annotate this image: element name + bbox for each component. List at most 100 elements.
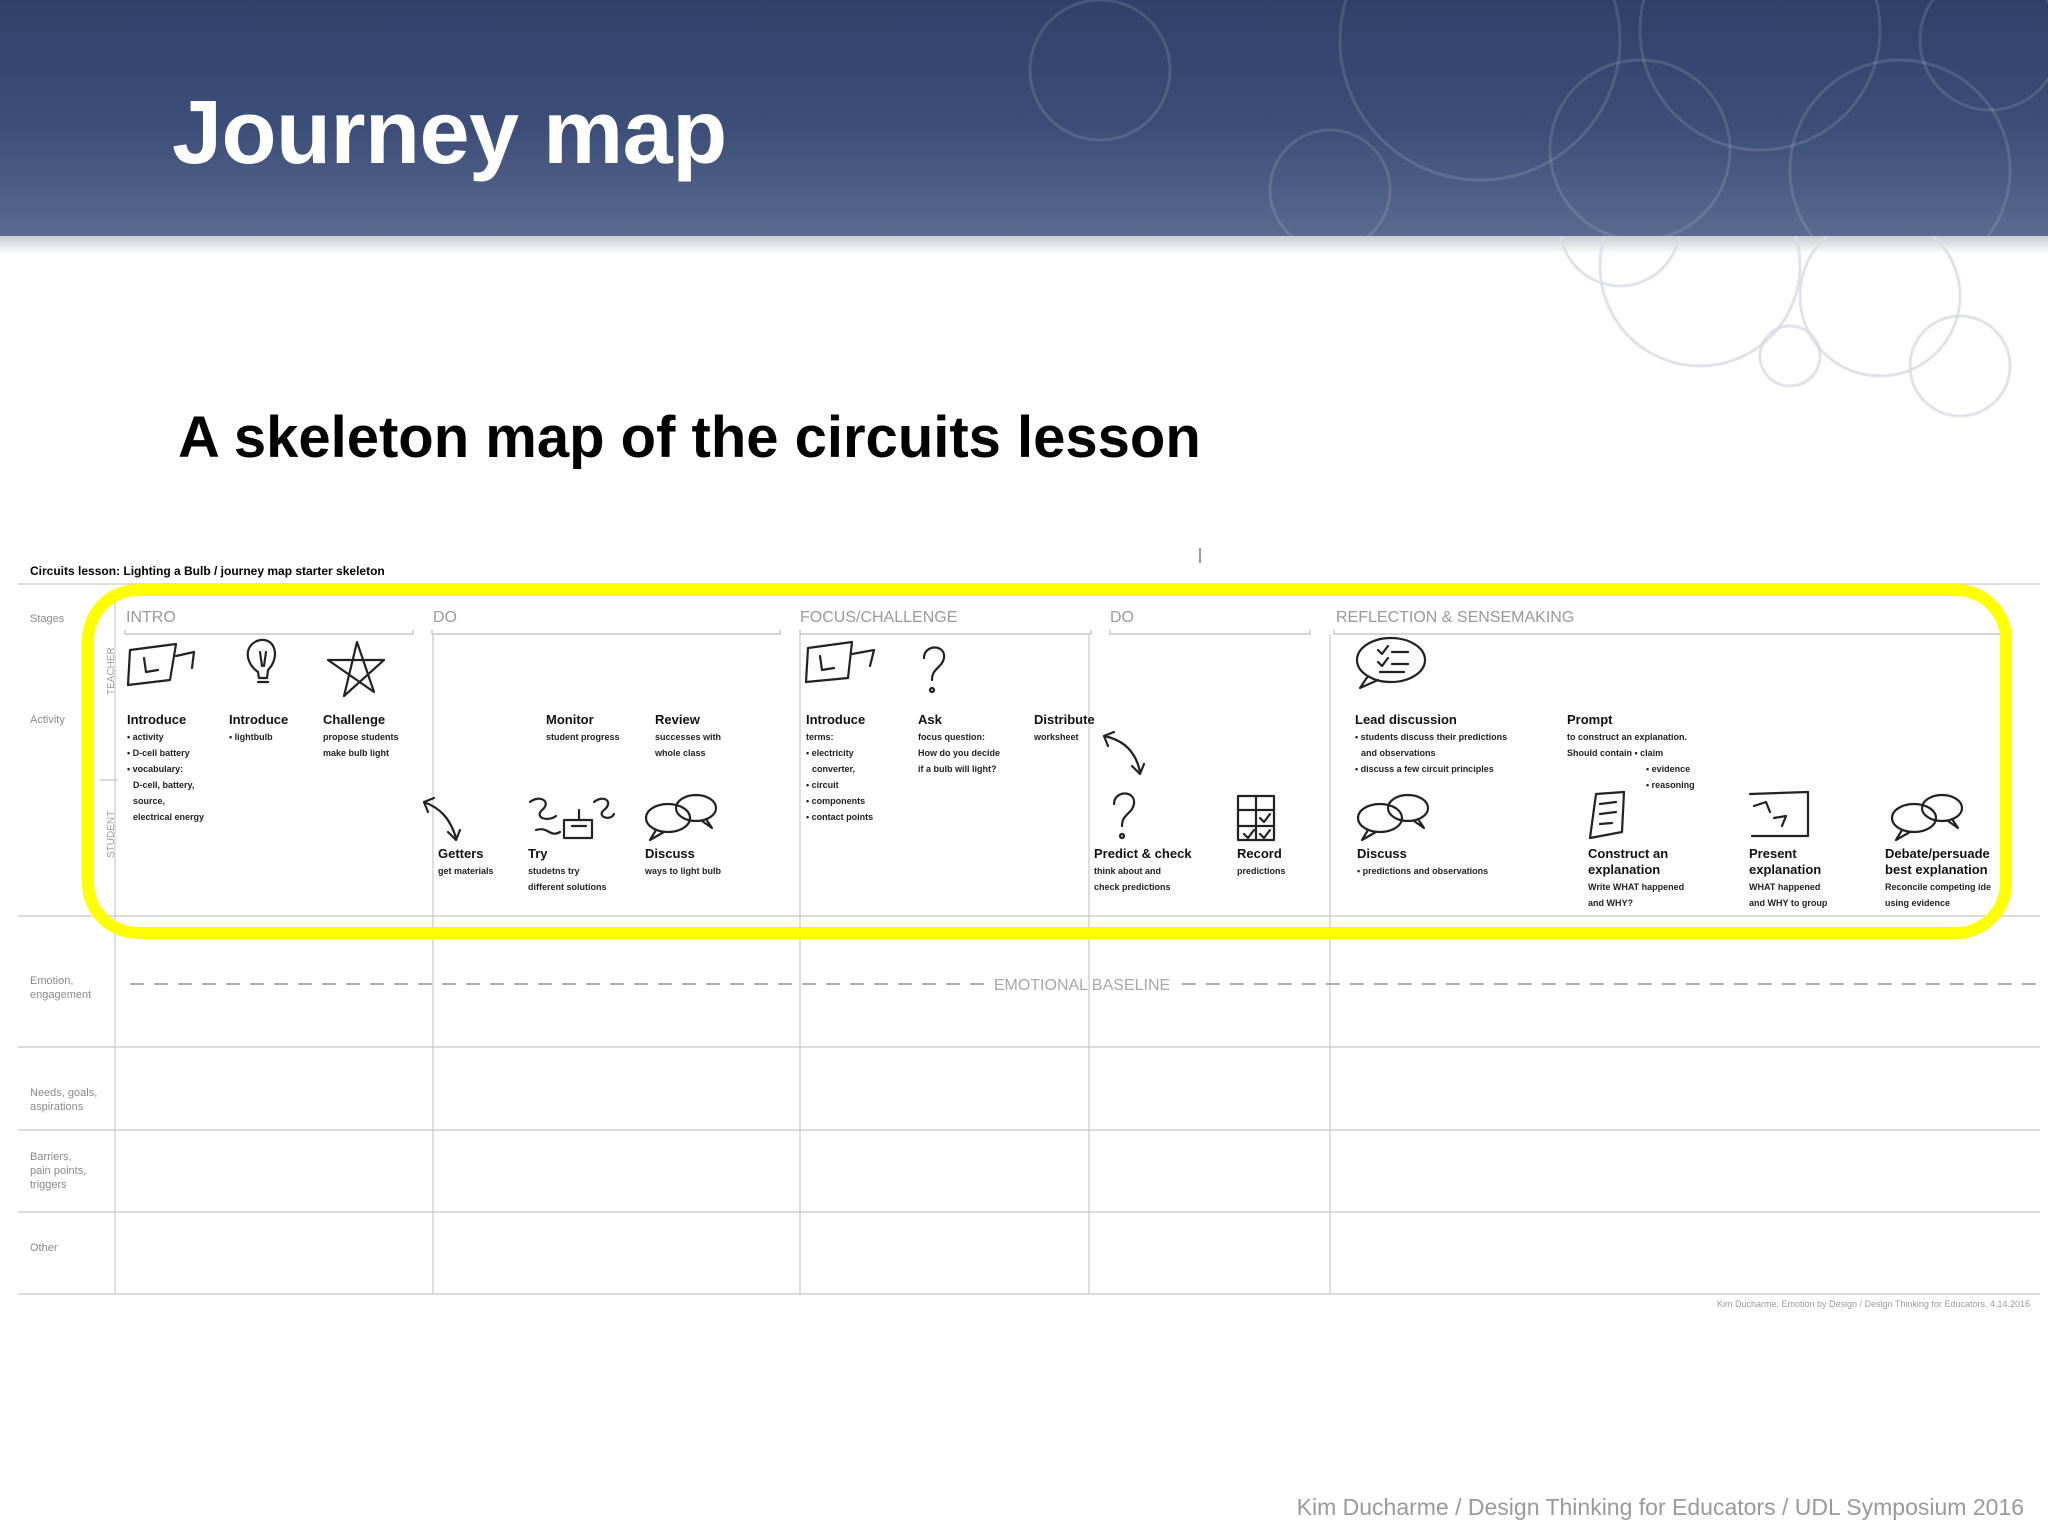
activity-detail: • vocabulary:	[127, 764, 183, 774]
question-icon	[1112, 792, 1136, 840]
activity-detail: and WHY?	[1588, 898, 1633, 908]
activity-detail: different solutions	[528, 882, 607, 892]
activity-detail: and WHY to group	[1749, 898, 1828, 908]
activity-title: Distribute	[1034, 712, 1095, 727]
slide-title: Journey map	[172, 83, 727, 183]
activity-title: Ask	[918, 712, 943, 727]
row-label-barriers-2: pain points,	[30, 1165, 86, 1177]
activity-detail: student progress	[546, 732, 620, 742]
activity-title: Try	[528, 846, 548, 861]
row-label-other: Other	[30, 1242, 58, 1254]
activity-detail: • reasoning	[1646, 780, 1695, 790]
activity-title: Challenge	[323, 712, 385, 727]
activity-detail: source,	[133, 796, 165, 806]
row-label-emotion-2: engagement	[30, 989, 91, 1001]
row-label-activity: Activity	[30, 714, 65, 726]
whiteboard-icon	[804, 640, 876, 684]
activity-detail: using evidence	[1885, 898, 1950, 908]
map-heading: Circuits lesson: Lighting a Bulb / journ…	[30, 564, 385, 578]
stage-label-focus-challenge: FOCUS/CHALLENGE	[800, 609, 957, 626]
lane-label-student: STUDENT	[106, 811, 117, 858]
star-icon	[326, 640, 386, 698]
lightbulb-icon	[246, 638, 277, 684]
circuit-sketch-icon	[528, 797, 616, 840]
activity-detail: D-cell, battery,	[133, 780, 194, 790]
activity-title: Lead discussion	[1355, 712, 1457, 727]
baseline-label: EMOTIONAL BASELINE	[994, 977, 1170, 994]
activity-detail: whole class	[654, 748, 706, 758]
whiteboard-icon	[126, 642, 196, 687]
activity-title: Introduce	[127, 712, 186, 727]
stage-label-intro: INTRO	[126, 609, 176, 626]
activity-title: Introduce	[229, 712, 288, 727]
row-label-stages: Stages	[30, 613, 65, 625]
activity-title: Introduce	[806, 712, 865, 727]
activity-title: explanation	[1749, 862, 1821, 877]
activity-detail: think about and	[1094, 866, 1161, 876]
corner-bubbles-decoration	[1559, 236, 2012, 418]
activity-title: Present	[1749, 846, 1797, 861]
activity-detail: if a bulb will light?	[918, 764, 997, 774]
activity-title: Predict & check	[1094, 846, 1192, 861]
activity-title: Debate/persuade	[1885, 846, 1990, 861]
header-shadow	[0, 236, 2048, 254]
activity-detail: • discuss a few circuit principles	[1355, 764, 1494, 774]
stage-label-do: DO	[433, 609, 457, 626]
activity-detail: Should contain • claim	[1567, 748, 1663, 758]
activity-detail: Write WHAT happened	[1588, 882, 1684, 892]
activity-detail: to construct an explanation.	[1567, 732, 1687, 742]
activity-title: Monitor	[546, 712, 594, 727]
activity-detail: • predictions and observations	[1357, 866, 1488, 876]
activity-detail: successes with	[655, 732, 721, 742]
activity-detail: focus question:	[918, 732, 985, 742]
map-credit: Kim Ducharme, Emotion by Design / Design…	[1717, 1299, 2030, 1309]
activity-detail: • D-cell battery	[127, 748, 190, 758]
journey-map-canvas: Circuits lesson: Lighting a Bulb / journ…	[18, 548, 2040, 1309]
checklist-bubble-icon	[1355, 636, 1427, 690]
activity-title: Construct an	[1588, 846, 1668, 861]
activity-detail: Reconcile competing ide	[1885, 882, 1991, 892]
activity-detail: • lightbulb	[229, 732, 273, 742]
activity-title: explanation	[1588, 862, 1660, 877]
lane-label-teacher: TEACHER	[106, 647, 117, 695]
journey-map: Circuits lesson: Lighting a Bulb / journ…	[0, 540, 2048, 1320]
activity-detail: predictions	[1237, 866, 1286, 876]
activity-detail: make bulb light	[323, 748, 389, 758]
row-label-needs-2: aspirations	[30, 1101, 84, 1113]
activity-title: Record	[1237, 846, 1282, 861]
cycle-arrow-icon	[1102, 730, 1146, 776]
speech-bubbles-icon	[644, 793, 718, 842]
activity-detail: check predictions	[1094, 882, 1171, 892]
activity-title: Review	[655, 712, 701, 727]
activity-detail: • circuit	[806, 780, 839, 790]
activity-title: Getters	[438, 846, 484, 861]
activity-title: best explanation	[1885, 862, 1988, 877]
activity-title: Discuss	[645, 846, 695, 861]
activity-detail: • electricity	[806, 748, 854, 758]
question-icon	[922, 646, 946, 694]
grid-checklist-icon	[1236, 794, 1276, 842]
activity-detail: and observations	[1361, 748, 1436, 758]
slide-header: Journey map	[0, 0, 2048, 236]
activity-detail: worksheet	[1033, 732, 1079, 742]
activity-detail: studetns try	[528, 866, 580, 876]
speech-bubbles-icon	[1890, 793, 1964, 842]
document-icon	[1588, 790, 1626, 840]
stage-label-do-2: DO	[1110, 609, 1134, 626]
activity-detail: get materials	[438, 866, 494, 876]
highlight-outline	[82, 584, 2012, 939]
easel-icon	[1748, 790, 1810, 838]
activity-detail: converter,	[812, 764, 855, 774]
row-label-needs-1: Needs, goals,	[30, 1087, 97, 1099]
activity-detail: • evidence	[1646, 764, 1690, 774]
activity-detail: propose students	[323, 732, 399, 742]
activity-title: Prompt	[1567, 712, 1613, 727]
activity-detail: • students discuss their predictions	[1355, 732, 1507, 742]
slide-footer: Kim Ducharme / Design Thinking for Educa…	[1296, 1494, 2024, 1520]
speech-bubbles-icon	[1356, 793, 1430, 842]
activity-detail: How do you decide	[918, 748, 1000, 758]
row-label-emotion-1: Emotion,	[30, 975, 73, 987]
slide-subtitle: A skeleton map of the circuits lesson	[178, 405, 1201, 470]
stage-label-reflection: REFLECTION & SENSEMAKING	[1336, 609, 1574, 626]
activity-detail: terms:	[806, 732, 834, 742]
